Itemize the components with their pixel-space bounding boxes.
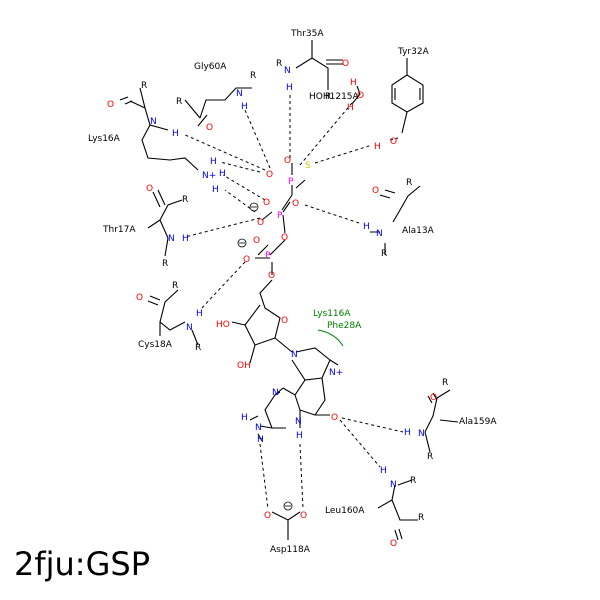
atom-o-asp118-a: O [264, 511, 271, 521]
atom-r-leu160: R [410, 476, 416, 486]
atom-h-tyr32: H [374, 142, 381, 152]
atom-o-tyr32: O [390, 137, 397, 147]
charge-marker-pa [237, 238, 247, 248]
atom-n-thr35: N [284, 66, 291, 76]
atom-o-gly60: O [206, 123, 213, 133]
charge-marker-asp118 [283, 501, 293, 511]
atom-h-n1: H [296, 431, 303, 441]
atom-p-gamma: P [288, 177, 294, 187]
atom-labels: N H R O R N H R R O O H H O H R O N H H … [107, 59, 448, 549]
hydrophobic-label-lys116: Lys116A [313, 309, 351, 319]
atom-o-asp118-b: O [300, 511, 307, 521]
atom-h-lys16: H [172, 129, 179, 139]
residue-label-ala13: Ala13A [402, 226, 435, 236]
atom-n-gly60: N [236, 89, 243, 99]
atom-o-bridge1: O [292, 199, 299, 209]
atom-r-ala159-b: R [427, 452, 433, 462]
atom-o-pg1: O [284, 156, 291, 166]
atom-h-cys18: H [196, 309, 203, 319]
atom-r-gly60: R [250, 71, 256, 81]
atom-r-gly60-b: R [176, 97, 182, 107]
atom-n-thr17: N [168, 234, 175, 244]
atom-p-alpha: P [265, 251, 271, 261]
atom-o-thr35: O [342, 59, 349, 69]
atom-o-ala13: O [372, 186, 379, 196]
atom-o-bridge2: O [281, 233, 288, 243]
atom-o-pa1: O [253, 236, 260, 246]
hydrophobic-arc [317, 329, 344, 347]
atom-n-leu160: N [390, 480, 397, 490]
atom-n9: N [291, 350, 298, 360]
atom-n-ala13: N [376, 229, 383, 239]
atom-h-ala159: H [404, 428, 411, 438]
atom-oh-ribose: OH [237, 361, 251, 371]
atom-r-cys18: R [172, 281, 178, 291]
residue-label-leu160: Leu160A [325, 506, 365, 516]
residue-label-thr17: Thr17A [102, 225, 136, 235]
atom-n-cys18: N [186, 323, 193, 333]
residue-label-ala159: Ala159A [459, 417, 497, 427]
atom-h-lys16-nz: H [210, 157, 217, 167]
atom-h-leu160: H [380, 466, 387, 476]
atom-r-thr17: R [182, 195, 188, 205]
residue-label-asp118: Asp118A [270, 545, 311, 555]
atom-s-pg: S [305, 161, 311, 171]
atom-n2: N [255, 423, 262, 433]
charge-marker-pb [249, 202, 259, 212]
atom-r-lys16: R [141, 81, 147, 91]
hydrophobic-label-phe28: Phe28A [327, 321, 362, 331]
atom-h-thr35: H [286, 83, 293, 93]
atom-h-n2a: H [241, 413, 248, 423]
residue-label-thr35: Thr35A [290, 29, 324, 39]
atom-h-gly60: H [241, 102, 248, 112]
residue-label-tyr32: Tyr32A [397, 47, 430, 57]
charge-markers [237, 202, 293, 511]
atom-r-ala159: R [442, 378, 448, 388]
atom-r-thr17-b: R [162, 259, 168, 269]
covalent-bonds [119, 40, 459, 541]
residue-label-lys16: Lys16A [88, 134, 121, 144]
atom-ho-ribose: HO [216, 320, 230, 330]
atom-o-5prime: O [268, 271, 275, 281]
residue-labels: Thr35A Gly60A Tyr32A Lys16A HOH1215A Thr… [88, 29, 497, 555]
atom-o-ala159: O [430, 393, 437, 403]
atom-n3: N [272, 388, 279, 398]
atom-n-lys16: N [150, 117, 157, 127]
atom-o-pb1: O [263, 198, 270, 208]
atom-o-ribose: O [281, 316, 288, 326]
atom-o-cys18: O [136, 293, 143, 303]
atom-o-thr17: O [146, 184, 153, 194]
atom-o6: O [331, 413, 338, 423]
atom-r-thr35: R [276, 59, 282, 69]
atom-o-pg2: O [266, 170, 273, 180]
atom-nplus-lys16: N+ [202, 171, 216, 181]
atom-o-leu160: O [390, 539, 397, 549]
atom-r-ala13-b: R [381, 249, 387, 259]
atom-o-pb2: O [257, 218, 264, 228]
atom-nh-plus: N+ [329, 368, 343, 378]
page-title: 2fju:GSP [14, 545, 150, 583]
atom-h-hoh-2: H [347, 103, 354, 113]
hydrogen-bonds [182, 93, 404, 510]
atom-h-n2b: H [257, 435, 264, 445]
atom-o-lys16: O [107, 100, 114, 110]
atom-o-pa2: O [243, 255, 250, 265]
atom-n1: N [295, 417, 302, 427]
atom-h-ala13: H [363, 222, 370, 232]
atom-r-leu160-b: R [418, 513, 424, 523]
atom-h-hoh-1: H [350, 78, 357, 88]
atom-r-cys18-b: R [195, 343, 201, 353]
atom-r-thr35-side: R [325, 92, 331, 102]
atom-n-ala159: N [418, 429, 425, 439]
atom-o-hoh: O [357, 91, 364, 101]
atom-h-thr17: H [182, 234, 189, 244]
residue-label-cys18: Cys18A [138, 340, 173, 350]
residue-label-hoh: HOH1215A [309, 92, 360, 102]
atom-r-ala13: R [406, 178, 412, 188]
atom-p-beta: P [277, 211, 283, 221]
atom-h-lys16-nz3: H [212, 185, 219, 195]
residue-label-gly60: Gly60A [194, 62, 227, 72]
atom-h-lys16-nz2: H [219, 169, 226, 179]
